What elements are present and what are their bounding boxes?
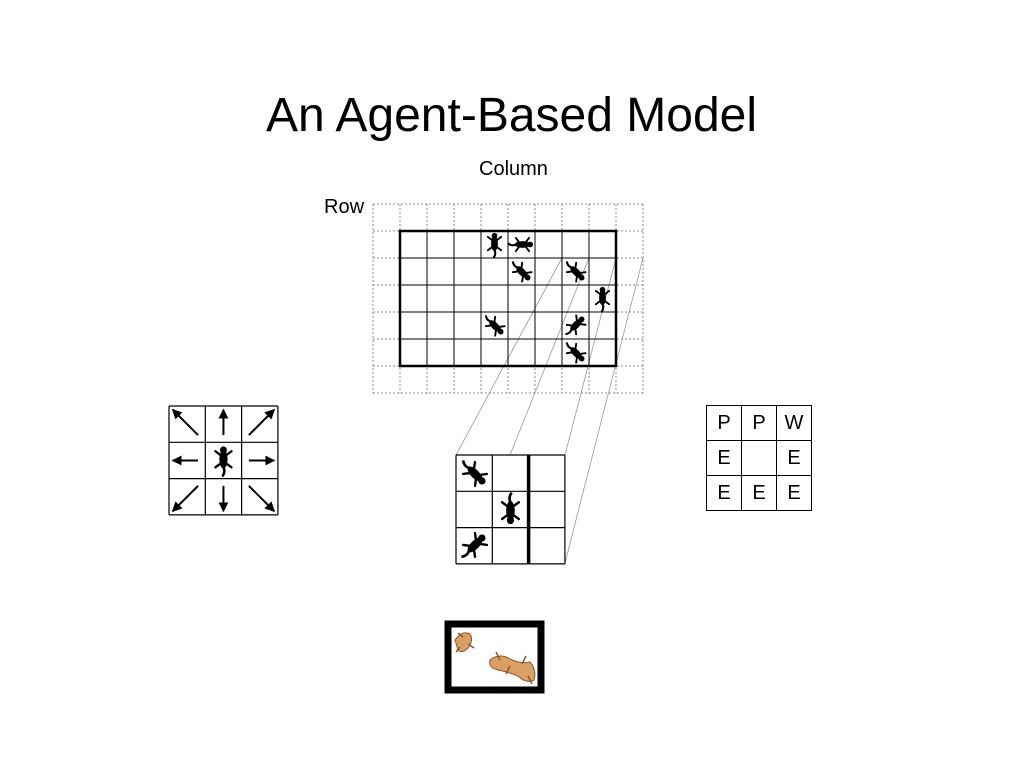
salamander-agent-icon bbox=[456, 455, 490, 489]
neighborhood-grid bbox=[169, 406, 278, 515]
move-arrow-up-right-icon bbox=[249, 410, 274, 435]
salamander-agent-icon bbox=[480, 311, 507, 338]
state-cell: E bbox=[707, 441, 742, 476]
salamander-agent-icon bbox=[488, 233, 501, 258]
move-arrow-down-left-icon bbox=[173, 486, 198, 511]
state-grid: P P W E E E E E bbox=[706, 405, 812, 511]
salamander-agent-icon bbox=[561, 338, 588, 365]
state-cell: W bbox=[777, 406, 812, 441]
lattice-grid bbox=[373, 204, 643, 393]
state-cell: E bbox=[777, 476, 812, 511]
move-arrow-up-left-icon bbox=[173, 410, 198, 435]
salamander-agent-icon bbox=[215, 446, 231, 476]
state-cell: P bbox=[707, 406, 742, 441]
state-cell: P bbox=[742, 406, 777, 441]
salamander-agent-icon bbox=[456, 529, 490, 563]
salamander-agent-icon bbox=[507, 257, 534, 284]
state-cell: E bbox=[777, 441, 812, 476]
state-cell: E bbox=[742, 476, 777, 511]
zoom-grid bbox=[456, 455, 565, 564]
salamander-agent-icon bbox=[508, 238, 533, 251]
state-cell: E bbox=[707, 476, 742, 511]
state-cell bbox=[742, 441, 777, 476]
move-arrow-down-right-icon bbox=[249, 486, 274, 511]
salamander-photo bbox=[448, 624, 541, 690]
salamander-agent-icon bbox=[502, 493, 519, 524]
salamander-agent-icon bbox=[561, 257, 588, 284]
